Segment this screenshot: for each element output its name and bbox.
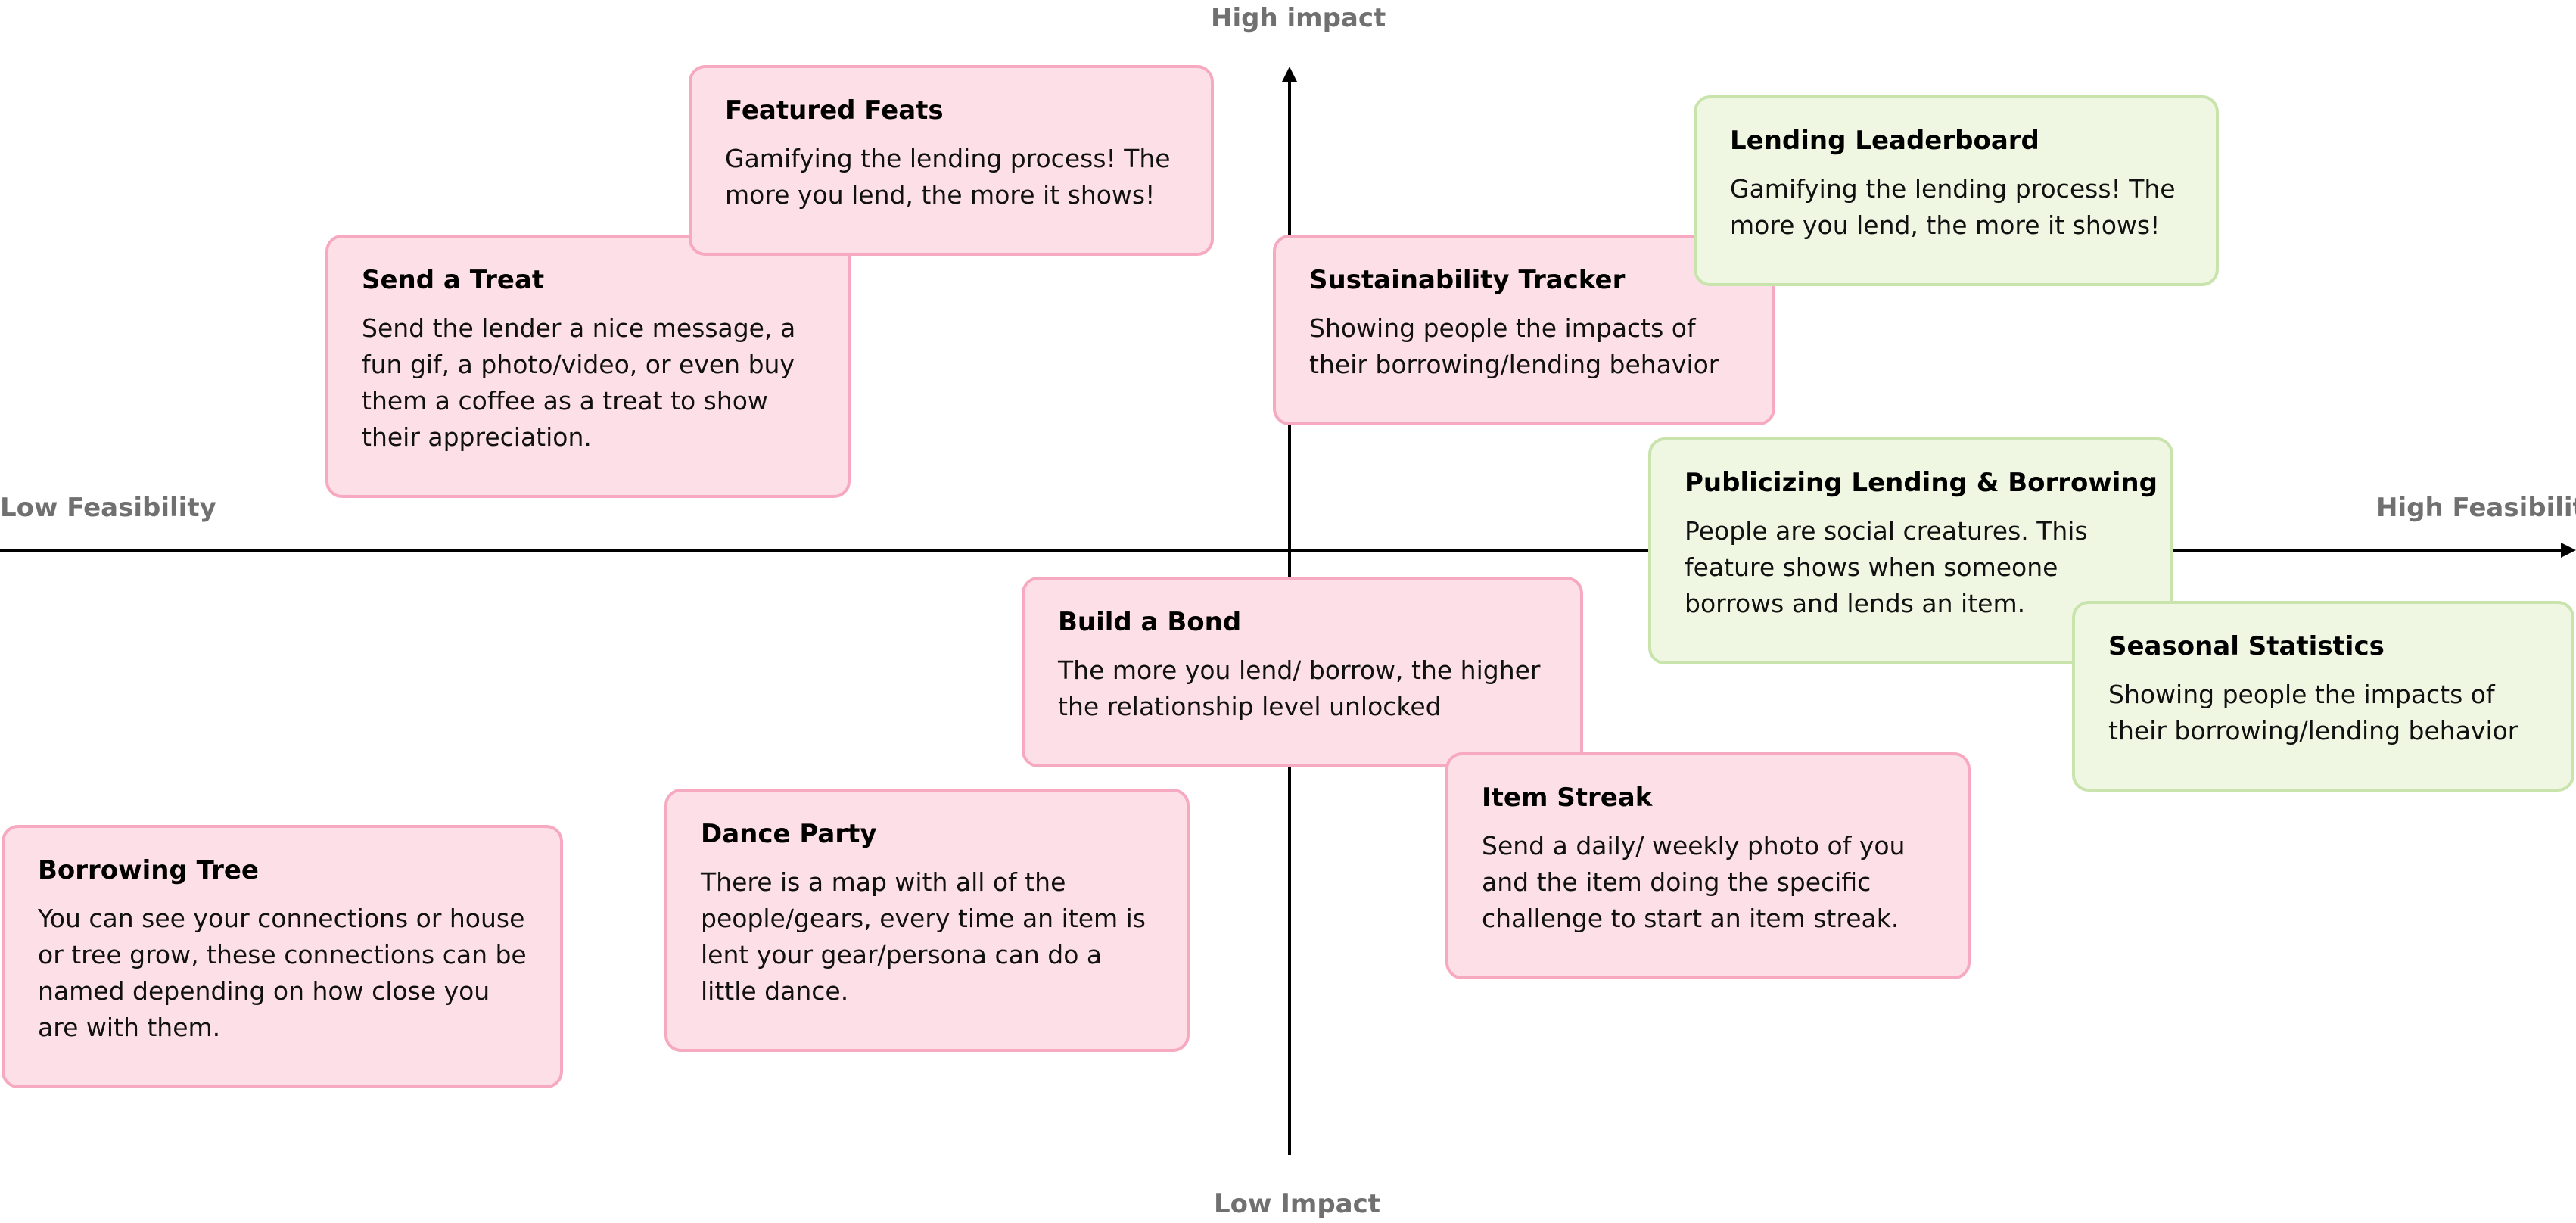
card-description: Gamifying the lending process! The more … bbox=[1730, 174, 2176, 240]
axis-label-high-feasibility: High Feasibility bbox=[2376, 493, 2576, 523]
axis-label-low-feasibility: Low Feasibility bbox=[0, 493, 216, 523]
card-title: Publicizing Lending & Borrowing bbox=[1685, 468, 2158, 498]
card-title: Send a Treat bbox=[362, 265, 545, 295]
card-seasonal-statistics: Seasonal Statistics Showing people the i… bbox=[2072, 601, 2574, 792]
card-send-a-treat: Send a Treat Send the lender a nice mess… bbox=[325, 235, 851, 498]
card-dance-party: Dance Party There is a map with all of t… bbox=[664, 789, 1190, 1052]
card-item-streak: Item Streak Send a daily/ weekly photo o… bbox=[1445, 752, 1971, 979]
card-title: Sustainability Tracker bbox=[1309, 265, 1626, 295]
card-title: Lending Leaderboard bbox=[1730, 126, 2039, 156]
card-description: Showing people the impacts of their borr… bbox=[1309, 313, 1719, 379]
card-title: Item Streak bbox=[1482, 783, 1653, 813]
card-borrowing-tree: Borrowing Tree You can see your connecti… bbox=[2, 825, 563, 1088]
card-description: You can see your connections or house or… bbox=[38, 904, 527, 1042]
card-featured-feats: Featured Feats Gamifying the lending pro… bbox=[689, 65, 1214, 256]
card-description: There is a map with all of the people/ge… bbox=[701, 867, 1146, 1006]
card-description: Send the lender a nice message, a fun gi… bbox=[362, 313, 796, 452]
card-title: Borrowing Tree bbox=[38, 855, 259, 885]
card-description: The more you lend/ borrow, the higher th… bbox=[1058, 655, 1541, 721]
card-title: Dance Party bbox=[701, 819, 877, 849]
card-title: Featured Feats bbox=[725, 95, 944, 126]
axis-label-low-impact: Low Impact bbox=[1214, 1189, 1381, 1219]
axis-label-high-impact: High impact bbox=[1211, 3, 1386, 33]
right-arrowhead bbox=[2561, 543, 2576, 558]
top-arrowhead bbox=[1282, 67, 1297, 82]
card-sustainability-tracker: Sustainability Tracker Showing people th… bbox=[1273, 235, 1775, 425]
card-build-a-bond: Build a Bond The more you lend/ borrow, … bbox=[1022, 577, 1583, 767]
card-description: Gamifying the lending process! The more … bbox=[725, 144, 1171, 210]
card-title: Build a Bond bbox=[1058, 607, 1242, 637]
card-description: People are social creatures. This featur… bbox=[1685, 516, 2088, 618]
card-description: Send a daily/ weekly photo of you and th… bbox=[1482, 831, 1906, 933]
card-title: Seasonal Statistics bbox=[2108, 631, 2385, 661]
card-lending-leaderboard: Lending Leaderboard Gamifying the lendin… bbox=[1694, 95, 2219, 286]
card-description: Showing people the impacts of their borr… bbox=[2108, 680, 2518, 745]
